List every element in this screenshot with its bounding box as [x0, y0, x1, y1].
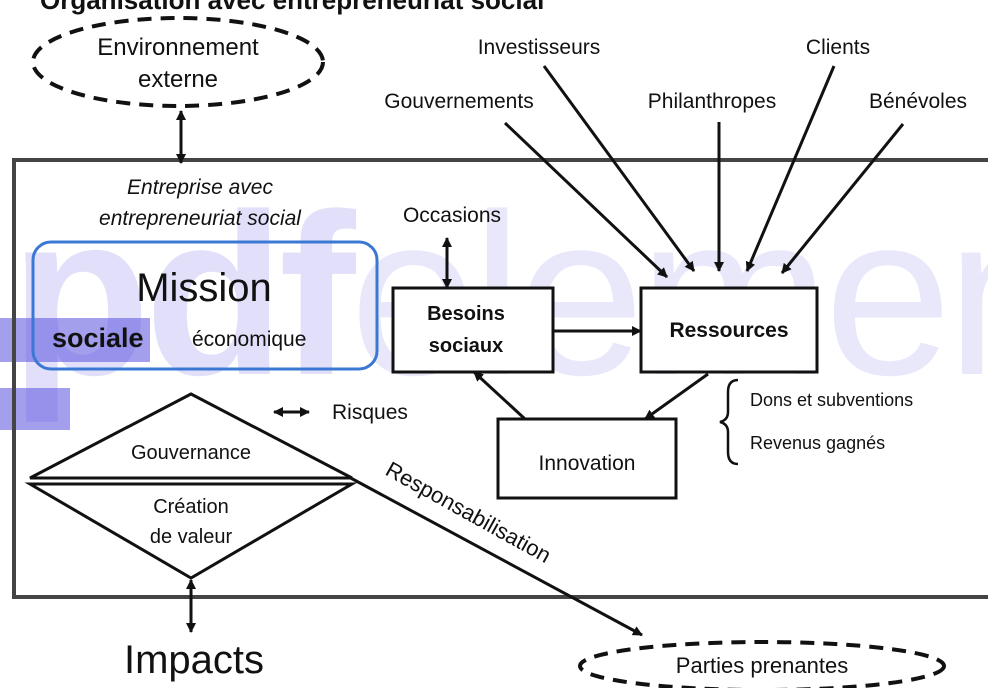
gouvernance-label: Gouvernance — [130, 442, 252, 464]
mission-sociale: sociale — [52, 323, 144, 353]
risques-label: Risques — [332, 401, 408, 424]
entreprise-label-1: Entreprise avec — [127, 176, 273, 199]
environnement-label-2: externe — [137, 66, 219, 93]
stakeholder-gouvernements: Gouvernements — [384, 90, 534, 113]
mission-title: Mission — [136, 266, 272, 310]
impacts-label: Impacts — [123, 638, 265, 682]
resource-type-dons: Dons et subventions — [750, 390, 914, 410]
innovation-box — [496, 417, 678, 500]
besoins-label-2: sociaux — [428, 335, 504, 357]
entreprise-label-2: entrepreneuriat social — [99, 207, 301, 230]
arrow-innovation-besoins — [472, 370, 527, 421]
arrow-investisseurs-ressources — [542, 65, 696, 272]
innovation-label: Innovation — [538, 452, 636, 475]
stakeholder-philanthropes: Philanthropes — [647, 90, 777, 113]
creation-label-1: Création — [153, 496, 229, 518]
watermark-bar-bottom — [0, 388, 70, 430]
parties-prenantes-ellipse — [578, 640, 946, 688]
stakeholder-clients: Clients — [805, 36, 871, 59]
environnement-label-1: Environnement — [97, 34, 259, 61]
ressources-label: Ressources — [669, 319, 789, 342]
arrow-clients-ressources — [745, 65, 836, 272]
besoins-label-1: Besoins — [427, 303, 505, 325]
creation-label-2: de valeur — [149, 526, 233, 548]
arrow-ressources-innovation — [644, 372, 709, 421]
mission-economique: économique — [192, 328, 307, 351]
partial-header: Organisation avec entrepreneuriat social — [40, 0, 545, 15]
parties-prenantes-label: Parties prenantes — [675, 653, 849, 678]
arrow-responsabilisation — [346, 474, 643, 637]
resource-types-brace — [719, 378, 739, 466]
enterprise-frame — [12, 158, 988, 599]
resource-type-revenus: Revenus gagnés — [750, 433, 886, 453]
environnement-ellipse — [31, 16, 325, 108]
arrow-benevoles-ressources — [780, 123, 905, 274]
arrow-gouvernements-ressources — [503, 121, 669, 279]
gouvernance-triangle — [29, 392, 353, 480]
mission-box — [31, 240, 379, 371]
besoins-sociaux-box — [391, 286, 555, 374]
occasions-label: Occasions — [402, 204, 502, 227]
creation-valeur-triangle — [24, 482, 358, 580]
stakeholder-investisseurs: Investisseurs — [477, 36, 601, 59]
stakeholder-benevoles: Bénévoles — [868, 90, 968, 113]
watermark-bar-top — [0, 318, 150, 362]
